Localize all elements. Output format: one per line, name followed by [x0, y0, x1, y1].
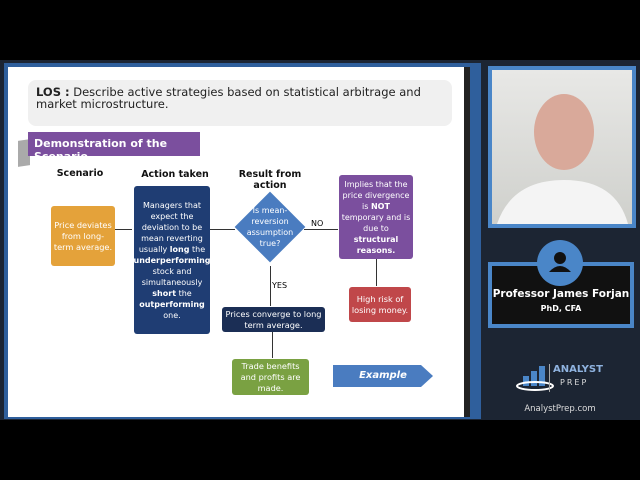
analystprep-logo-icon	[515, 362, 555, 392]
presenter-video	[488, 66, 636, 228]
decision-text: Is mean-reversion assumption true?	[246, 206, 294, 248]
los-banner: LOS : Describe active strategies based o…	[28, 80, 452, 126]
logo-text-prep: PREP	[560, 378, 589, 387]
action-box: Managers that expect the deviation to be…	[134, 186, 211, 334]
website-link[interactable]: AnalystPrep.com	[524, 404, 596, 414]
section-title: Demonstration of the Scenario	[28, 132, 200, 163]
header-scenario: Scenario	[56, 168, 104, 179]
arrow-risk	[376, 259, 377, 286]
logo-divider	[549, 364, 550, 392]
example-button[interactable]: Example	[333, 365, 433, 387]
no-label: NO	[311, 219, 324, 228]
presenter-credentials: PhD, CFA	[540, 304, 582, 313]
risk-box: High risk of losing money.	[349, 287, 411, 322]
arrow-no	[304, 229, 338, 230]
arrow-1	[115, 229, 132, 230]
user-icon	[537, 240, 583, 286]
presenter-name: Professor James Forjan	[492, 288, 630, 300]
yes-label: YES	[272, 281, 288, 290]
presenter-image	[497, 94, 628, 224]
converge-box: Prices converge to long term average.	[222, 307, 325, 332]
los-label: LOS :	[36, 85, 70, 99]
arrow-yes	[270, 266, 271, 306]
arrow-benefits	[272, 332, 273, 358]
logo-text-analyst: ANALYST	[553, 364, 603, 375]
benefits-box: Trade benefits and profits are made.	[232, 359, 309, 395]
presenter-card: Professor James Forjan PhD, CFA	[488, 262, 634, 328]
los-text: Describe active strategies based on stat…	[36, 85, 421, 111]
arrow-2	[210, 229, 235, 230]
scenario-box: Price deviates from long- term average.	[51, 206, 115, 266]
implies-box: Implies that the price divergence is NOT…	[339, 175, 413, 259]
header-action: Action taken	[141, 169, 209, 180]
header-result: Result from action	[238, 169, 302, 191]
